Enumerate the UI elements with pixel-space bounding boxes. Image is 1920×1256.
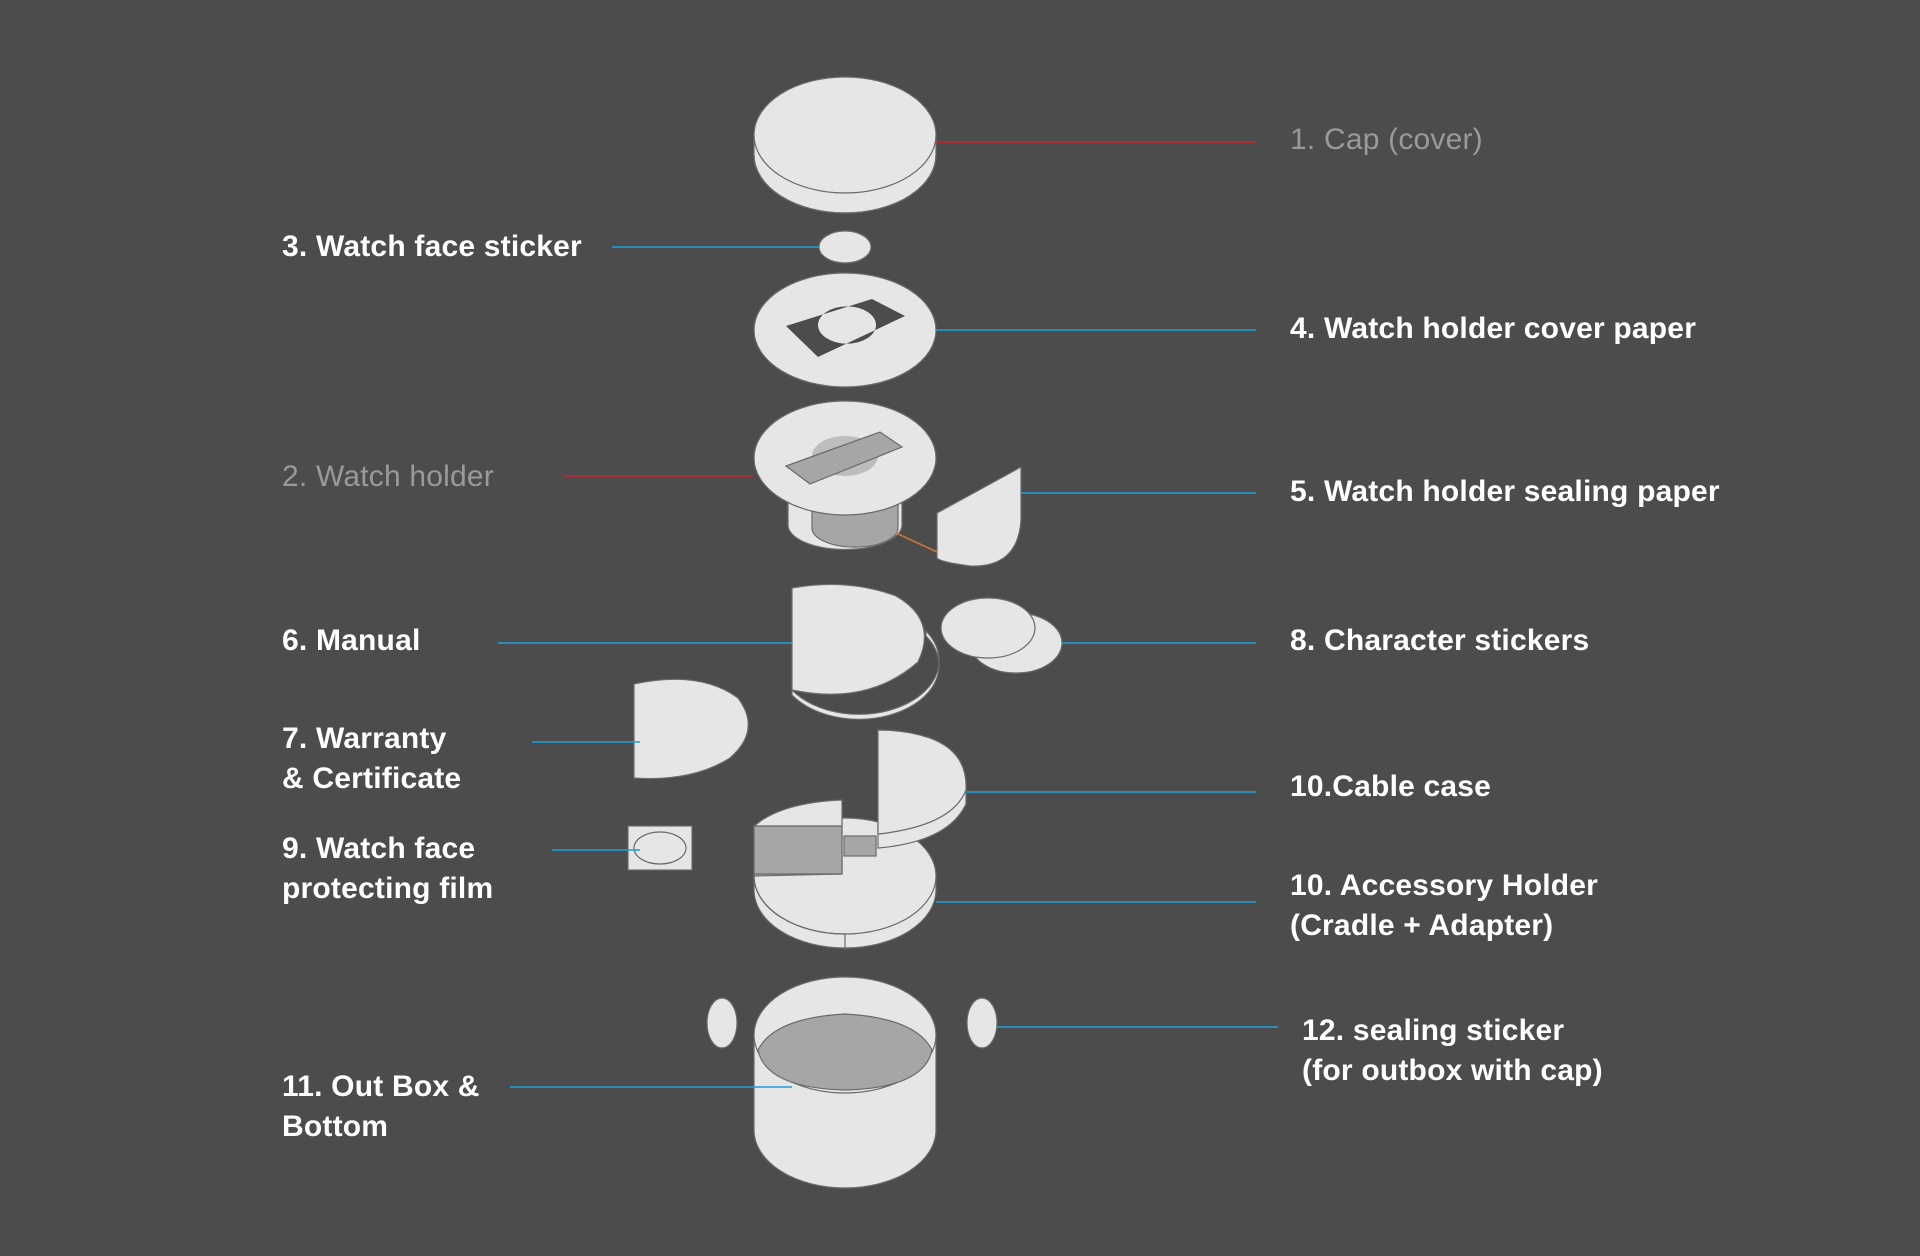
character-stickers-part [940, 597, 1063, 674]
label-watch-face-sticker-text: 3. Watch face sticker [282, 230, 582, 263]
label-character-stickers: 8. Character stickers [1290, 621, 1589, 661]
manual-part [791, 583, 940, 720]
label-manual: 6. Manual [282, 621, 421, 661]
warranty-part [633, 678, 749, 780]
label-accessory-holder-line1: 10. Accessory Holder [1290, 869, 1599, 902]
label-cable-case-text: 10.Cable case [1290, 770, 1492, 803]
watch-face-sticker-part [818, 230, 872, 264]
label-manual-text: 6. Manual [282, 624, 421, 657]
out-box-part [753, 976, 937, 1189]
label-watch-holder-text: 2. Watch holder [282, 460, 494, 493]
label-warranty-line2: & Certificate [282, 762, 462, 795]
label-holder-sealing-paper-text: 5. Watch holder sealing paper [1290, 475, 1720, 508]
protecting-film-part [627, 825, 693, 871]
label-holder-cover-paper: 4. Watch holder cover paper [1290, 309, 1696, 349]
holder-cover-paper-part [753, 272, 937, 388]
label-sealing-sticker-line2: (for outbox with cap) [1302, 1054, 1603, 1087]
label-protecting-film: 9. Watch face protecting film [282, 829, 493, 909]
label-watch-face-sticker: 3. Watch face sticker [282, 227, 582, 267]
label-protecting-film-line1: 9. Watch face [282, 832, 476, 865]
label-out-box: 11. Out Box & Bottom [282, 1067, 480, 1147]
watch-holder-part [753, 400, 937, 550]
cable-case-part [877, 729, 967, 849]
label-holder-sealing-paper: 5. Watch holder sealing paper [1290, 472, 1720, 512]
cap-part [753, 76, 937, 214]
label-cap: 1. Cap (cover) [1290, 120, 1483, 160]
label-cap-text: 1. Cap (cover) [1290, 123, 1483, 156]
leader-sealing-paper-link [895, 532, 938, 553]
label-accessory-holder: 10. Accessory Holder (Cradle + Adapter) [1290, 866, 1598, 946]
label-accessory-holder-line2: (Cradle + Adapter) [1290, 909, 1554, 942]
label-holder-cover-paper-text: 4. Watch holder cover paper [1290, 312, 1697, 345]
holder-sealing-paper-part [936, 465, 1022, 567]
label-watch-holder: 2. Watch holder [282, 457, 494, 497]
label-out-box-line1: 11. Out Box & [282, 1070, 480, 1103]
label-protecting-film-line2: protecting film [282, 872, 494, 905]
label-sealing-sticker: 12. sealing sticker (for outbox with cap… [1302, 1011, 1603, 1091]
sealing-sticker-part [706, 997, 998, 1049]
label-out-box-line2: Bottom [282, 1110, 389, 1143]
label-sealing-sticker-line1: 12. sealing sticker [1302, 1014, 1565, 1047]
label-character-stickers-text: 8. Character stickers [1290, 624, 1590, 657]
label-warranty: 7. Warranty & Certificate [282, 719, 461, 799]
label-cable-case: 10.Cable case [1290, 767, 1491, 807]
label-warranty-line1: 7. Warranty [282, 722, 447, 755]
